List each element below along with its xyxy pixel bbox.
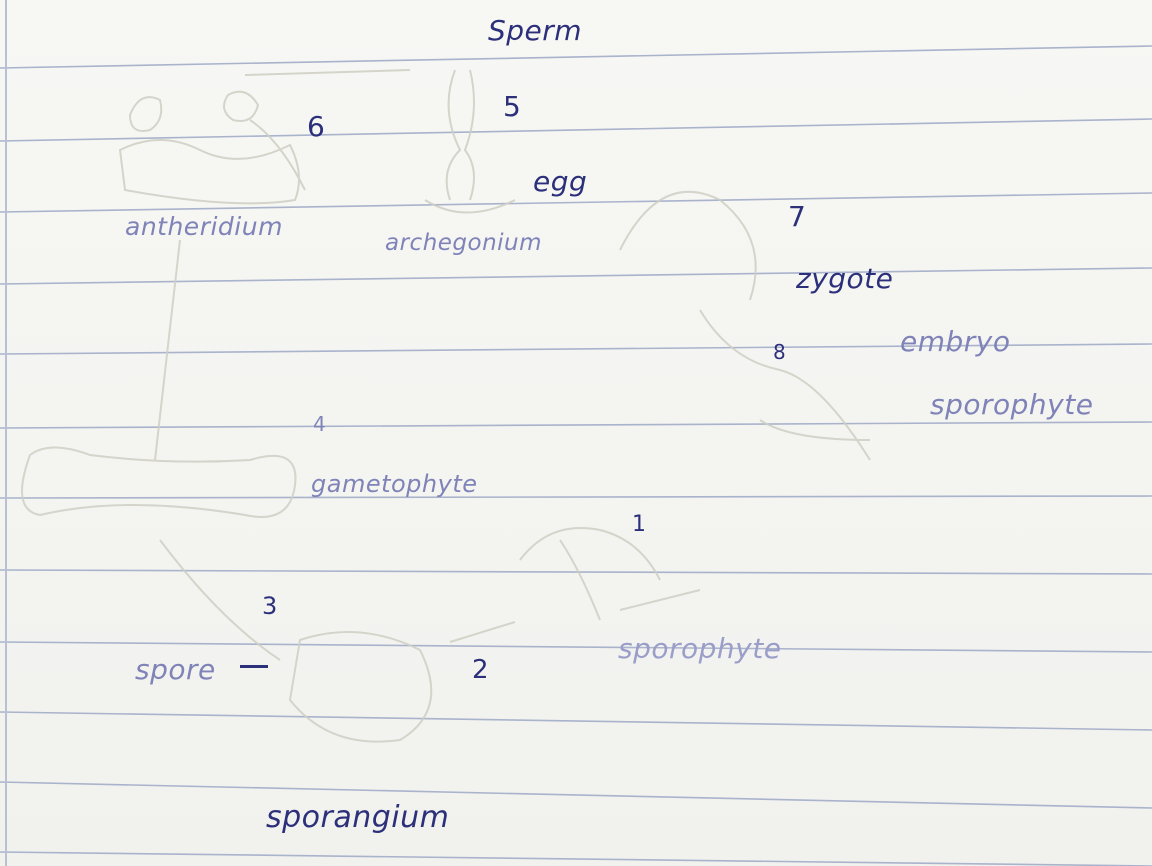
label-spore: spore (135, 653, 216, 686)
number-5: 5 (503, 90, 521, 123)
spore-pointer (240, 665, 268, 668)
margin-line (5, 0, 7, 866)
number-7: 7 (788, 200, 806, 233)
label-archegonium: archegonium (385, 230, 543, 256)
label-zygote: zygote (796, 262, 894, 295)
label-embryo: embryo (900, 325, 1011, 358)
number-3: 3 (262, 592, 278, 620)
pencil-sketch (21, 69, 871, 743)
number-4: 4 (313, 412, 326, 436)
number-8: 8 (773, 340, 786, 364)
label-sporangium: sporangium (266, 800, 450, 835)
label-sperm: Sperm (488, 14, 583, 47)
number-2: 2 (472, 655, 489, 685)
label-sporophyte-embryo: sporophyte (930, 388, 1094, 421)
number-6: 6 (307, 110, 325, 143)
label-antheridium: antheridium (125, 212, 283, 241)
label-egg: egg (533, 165, 588, 198)
label-gametophyte: gametophyte (311, 470, 478, 498)
label-sporophyte: sporophyte (618, 632, 782, 665)
number-1: 1 (632, 512, 646, 537)
